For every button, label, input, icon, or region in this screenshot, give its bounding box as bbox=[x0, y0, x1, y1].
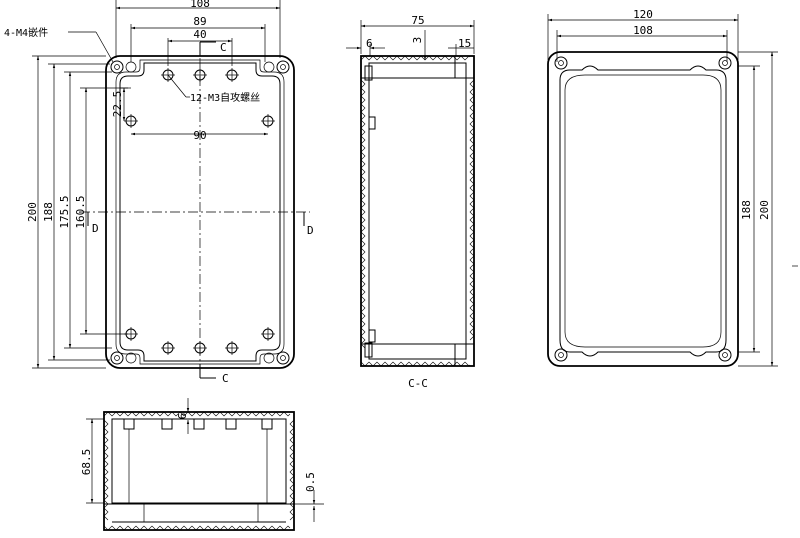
screw-bosses bbox=[124, 68, 275, 355]
section-d-left-label: D bbox=[92, 222, 99, 235]
dim-120: 120 bbox=[633, 8, 653, 21]
dim-200-front: 200 bbox=[26, 202, 39, 222]
insert-note: 4-M4嵌件 bbox=[4, 27, 48, 39]
section-c-bottom-label: C bbox=[222, 372, 229, 385]
dim-160-5: 160.5 bbox=[74, 195, 87, 228]
dim-6-slot: 6 bbox=[176, 413, 189, 420]
section-cc-view: 75 6 3 15 C-C bbox=[346, 14, 475, 390]
dim-40: 40 bbox=[193, 28, 206, 41]
dim-108-lid: 108 bbox=[633, 24, 653, 37]
dim-200-lid: 200 bbox=[758, 200, 771, 220]
section-d-right-label: D bbox=[307, 224, 314, 237]
section-dd-view: 68.5 6 0.5 bbox=[80, 398, 324, 531]
dim-68-5: 68.5 bbox=[80, 449, 93, 476]
dim-75: 75 bbox=[411, 14, 424, 27]
dim-175-5: 175.5 bbox=[58, 195, 71, 228]
dim-90: 90 bbox=[193, 129, 206, 142]
dim-89: 89 bbox=[193, 15, 206, 28]
dim-22-5: 22.5 bbox=[111, 91, 124, 118]
dim-188-lid: 188 bbox=[740, 200, 753, 220]
dim-3: 3 bbox=[411, 37, 424, 44]
section-c-top-label: C bbox=[220, 41, 227, 54]
front-view: 108 89 40 C C bbox=[4, 0, 314, 385]
lid-view: 120 108 188 200 bbox=[547, 8, 798, 367]
dim-6: 6 bbox=[366, 37, 373, 50]
section-cc-caption: C-C bbox=[408, 377, 428, 390]
corner-inserts bbox=[110, 60, 290, 365]
dim-0-5: 0.5 bbox=[304, 472, 317, 492]
dim-108-front: 108 bbox=[190, 0, 210, 10]
screw-note: 12-M3自攻螺丝 bbox=[190, 91, 260, 104]
dim-188-front: 188 bbox=[42, 202, 55, 222]
dim-15: 15 bbox=[458, 37, 471, 50]
